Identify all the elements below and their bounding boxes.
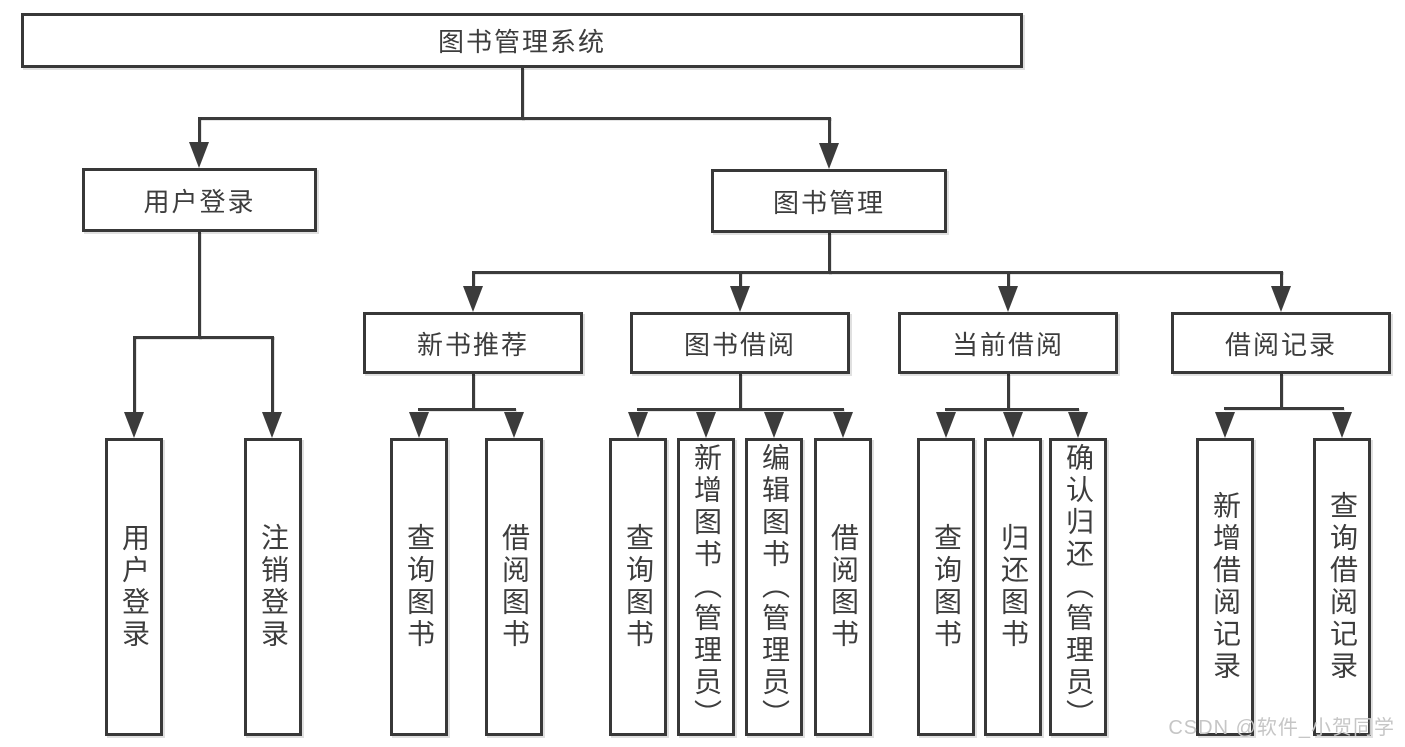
node-label: 用户登录 — [119, 523, 150, 651]
leaf-return-books: 归还图书 — [984, 438, 1042, 736]
node-label: 图书管理 — [772, 187, 885, 218]
leaf-query-books-recommend: 查询图书 — [390, 438, 448, 736]
connector-line — [827, 233, 831, 274]
leaf-edit-books-admin: 编辑图书（管理员） — [745, 438, 803, 736]
node-label: 查询图书 — [623, 523, 654, 651]
node-label: 查询图书 — [404, 523, 435, 651]
node-label: 新增图书（管理员） — [691, 443, 722, 731]
arrowhead-down-icon — [730, 286, 750, 312]
leaf-query-books-current: 查询图书 — [917, 438, 975, 736]
node-root-system: 图书管理系统 — [21, 13, 1023, 68]
arrowhead-down-icon — [1068, 412, 1088, 438]
arrowhead-down-icon — [1003, 412, 1023, 438]
connector-line — [520, 68, 524, 120]
arrowhead-down-icon — [262, 412, 282, 438]
node-borrow-records: 借阅记录 — [1171, 312, 1391, 374]
connector-line — [197, 117, 831, 120]
node-book-management: 图书管理 — [711, 169, 947, 233]
node-label: 图书借阅 — [683, 329, 796, 360]
leaf-query-borrow-record: 查询借阅记录 — [1313, 438, 1371, 736]
arrowhead-down-icon — [463, 286, 483, 312]
arrowhead-down-icon — [1332, 412, 1352, 438]
node-label: 注销登录 — [258, 523, 289, 651]
connector-line — [471, 374, 475, 410]
node-user-login: 用户登录 — [82, 168, 317, 232]
connector-line — [827, 117, 831, 144]
connector-line — [471, 271, 1283, 274]
arrowhead-down-icon — [819, 143, 839, 169]
arrowhead-down-icon — [504, 412, 524, 438]
arrowhead-down-icon — [936, 412, 956, 438]
node-label: 借阅记录 — [1224, 329, 1337, 360]
connector-line — [738, 271, 742, 288]
node-label: 确认归还（管理员） — [1063, 443, 1094, 731]
node-label: 新增借阅记录 — [1210, 491, 1241, 683]
arrowhead-down-icon — [189, 142, 209, 168]
arrowhead-down-icon — [998, 286, 1018, 312]
node-book-borrow: 图书借阅 — [630, 312, 850, 374]
node-label: 编辑图书（管理员） — [759, 443, 790, 731]
node-new-book-recommend: 新书推荐 — [363, 312, 583, 374]
leaf-borrow-books: 借阅图书 — [814, 438, 872, 736]
leaf-add-books-admin: 新增图书（管理员） — [677, 438, 735, 736]
arrowhead-down-icon — [628, 412, 648, 438]
connector-line — [197, 232, 201, 339]
connector-line — [945, 408, 1079, 411]
arrowhead-down-icon — [124, 412, 144, 438]
connector-line — [132, 336, 274, 339]
node-label: 查询图书 — [931, 523, 962, 651]
connector-line — [471, 271, 475, 288]
arrowhead-down-icon — [696, 412, 716, 438]
arrowhead-down-icon — [409, 412, 429, 438]
connector-line — [1006, 374, 1010, 410]
node-label: 借阅图书 — [499, 523, 530, 651]
leaf-add-borrow-record: 新增借阅记录 — [1196, 438, 1254, 736]
arrowhead-down-icon — [833, 412, 853, 438]
csdn-watermark: CSDN @软件_小贺同学 — [1168, 717, 1395, 739]
leaf-logout: 注销登录 — [244, 438, 302, 736]
connector-line — [417, 408, 516, 411]
node-current-borrow: 当前借阅 — [898, 312, 1118, 374]
leaf-query-books-borrow: 查询图书 — [609, 438, 667, 736]
leaf-confirm-return-admin: 确认归还（管理员） — [1049, 438, 1107, 736]
arrowhead-down-icon — [1215, 412, 1235, 438]
connector-line — [197, 117, 201, 144]
connector-line — [1279, 374, 1283, 409]
connector-line — [738, 374, 742, 410]
connector-line — [132, 336, 136, 414]
node-label: 图书管理系统 — [437, 27, 606, 57]
connector-line — [1006, 271, 1010, 288]
leaf-borrow-books-recommend: 借阅图书 — [485, 438, 543, 736]
connector-line — [1279, 271, 1283, 288]
node-label: 新书推荐 — [416, 329, 529, 360]
node-label: 归还图书 — [998, 523, 1029, 651]
connector-line — [637, 408, 844, 411]
arrowhead-down-icon — [1271, 286, 1291, 312]
node-label: 查询借阅记录 — [1327, 491, 1358, 683]
arrowhead-down-icon — [764, 412, 784, 438]
node-label: 借阅图书 — [828, 523, 859, 651]
connector-line — [270, 336, 274, 414]
leaf-user-login: 用户登录 — [105, 438, 163, 736]
connector-line — [1223, 407, 1344, 410]
node-label: 用户登录 — [143, 186, 256, 217]
node-label: 当前借阅 — [951, 329, 1064, 360]
